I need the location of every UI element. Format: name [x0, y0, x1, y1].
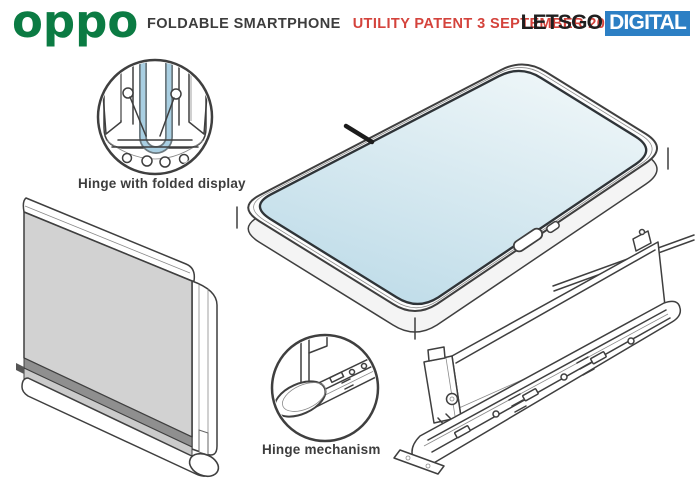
- figure-device-folded: [16, 198, 222, 481]
- figure-hinge-folded-display: [98, 52, 212, 174]
- letsgo-wordmark: LETSGO: [521, 11, 603, 34]
- camera-seam-mark: [346, 126, 372, 142]
- hinge-mechanism-label: Hinge mechanism: [262, 442, 381, 457]
- digital-wordmark: DIGITAL: [605, 11, 690, 36]
- letsgodigital-logo: LETSGODIGITAL: [521, 11, 690, 35]
- figure-hinge-mechanism: [269, 334, 386, 441]
- page-title: FOLDABLE SMARTPHONE: [147, 16, 341, 32]
- header: oppo FOLDABLE SMARTPHONEUTILITY PATENT 3…: [0, 0, 696, 56]
- folded-spine: [192, 281, 217, 455]
- hinge-folded-display-label: Hinge with folded display: [78, 176, 246, 191]
- oppo-logo: oppo: [12, 0, 138, 44]
